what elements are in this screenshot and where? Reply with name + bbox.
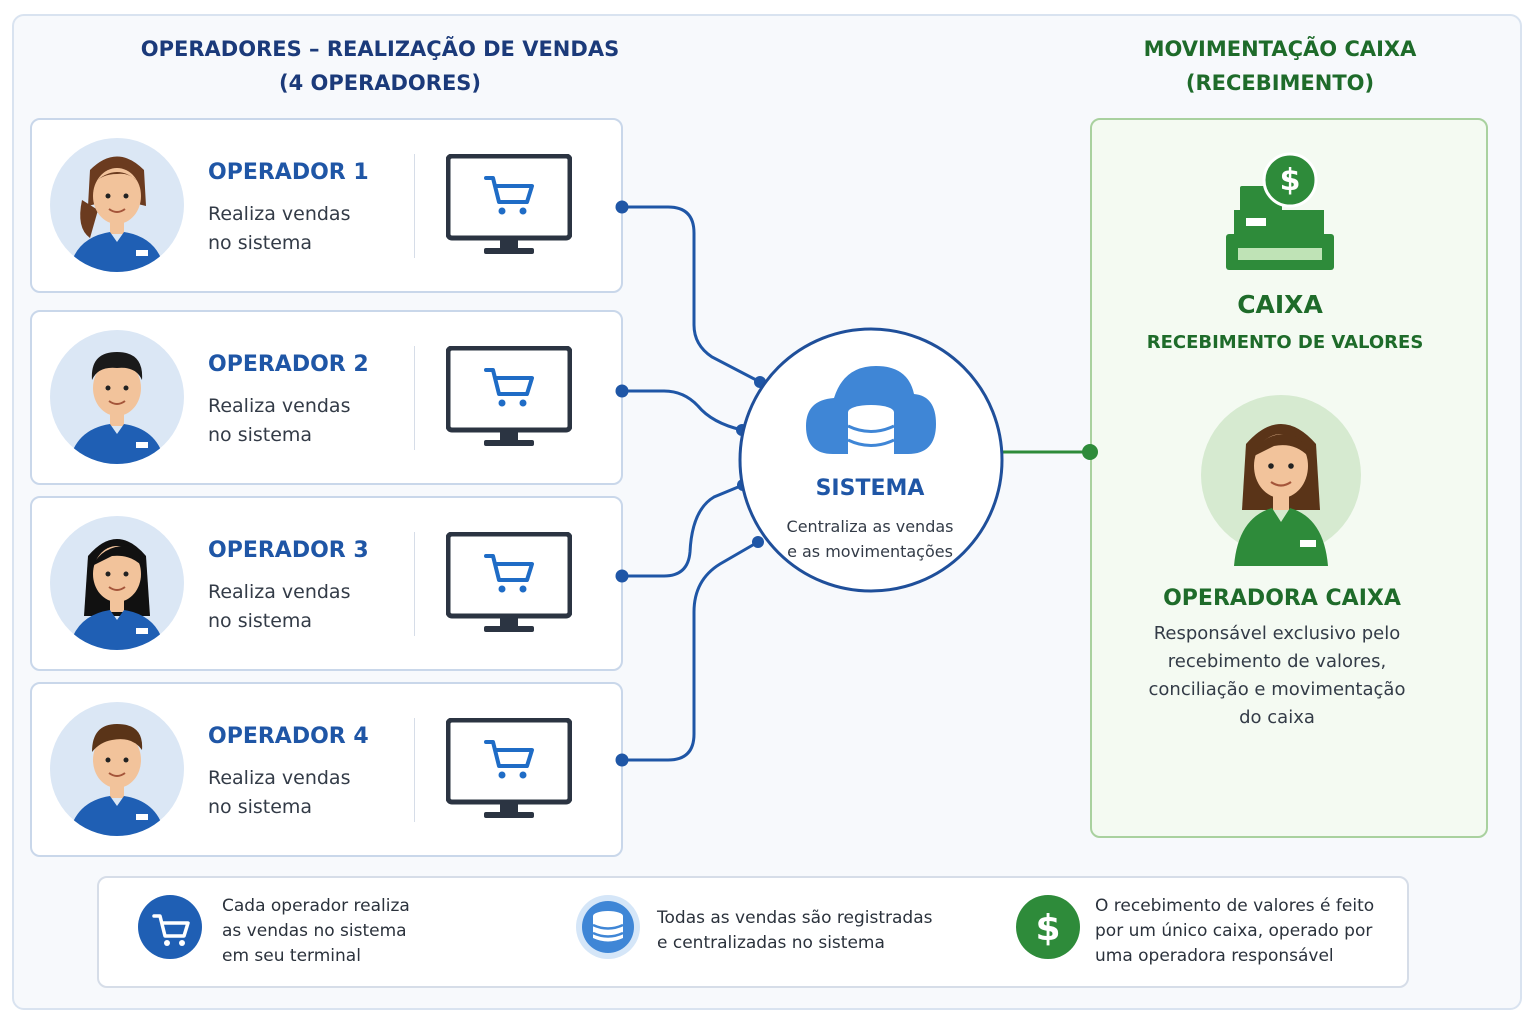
system-description: Centraliza as vendas e as movimentações	[760, 514, 980, 564]
caixa-title: CAIXA	[1237, 290, 1323, 319]
legend-item-3-line1: O recebimento de valores é feito	[1095, 896, 1375, 916]
caixa-subtitle: RECEBIMENTO DE VALORES	[1146, 332, 1424, 353]
system-desc-line1: Centraliza as vendas	[786, 517, 954, 536]
caixa-section-title: MOVIMENTAÇÃO CAIXA (RECEBIMENTO)	[1080, 32, 1480, 100]
operators-title-line2: (4 OPERADORES)	[278, 71, 482, 95]
operadora-desc-line3: conciliação e movimentação	[1148, 679, 1406, 700]
operator-desc-line2: no sistema	[208, 424, 313, 446]
legend-item-2-line1: Todas as vendas são registradas	[657, 908, 933, 928]
cart-icon	[138, 895, 202, 959]
operator-desc-line1: Realiza vendas	[208, 767, 351, 789]
operators-title-line1: OPERADORES – REALIZAÇÃO DE VENDAS	[140, 37, 620, 61]
operator-desc: Realiza vendas no sistema	[208, 392, 408, 450]
operator-avatar-3	[50, 516, 184, 650]
legend-item-1-line2: as vendas no sistema	[222, 921, 407, 941]
operator-card-3: OPERADOR 3 Realiza vendas no sistema	[30, 496, 623, 671]
operator-desc: Realiza vendas no sistema	[208, 764, 408, 822]
operator-name: OPERADOR 4	[208, 724, 369, 749]
legend-item-1-line3: em seu terminal	[222, 946, 361, 966]
legend-item-3-line3: uma operadora responsável	[1095, 946, 1334, 966]
card-divider	[414, 718, 415, 822]
operators-section-title: OPERADORES – REALIZAÇÃO DE VENDAS (4 OPE…	[100, 32, 660, 100]
svg-text:$: $	[1280, 163, 1301, 198]
legend-item-2: Todas as vendas são registradas e centra…	[657, 906, 932, 956]
monitor-cart-icon	[446, 718, 572, 818]
operadora-caixa-name: OPERADORA CAIXA	[1163, 586, 1401, 611]
caixa-title-line2: (RECEBIMENTO)	[1185, 71, 1375, 95]
operator-desc-line2: no sistema	[208, 232, 313, 254]
monitor-cart-icon	[446, 346, 572, 446]
svg-text:$: $	[1035, 908, 1060, 949]
operator-card-4: OPERADOR 4 Realiza vendas no sistema	[30, 682, 623, 857]
operator-avatar-2	[50, 330, 184, 464]
operator-avatar-4	[50, 702, 184, 836]
operator-desc: Realiza vendas no sistema	[208, 200, 408, 258]
system-desc-line2: e as movimentações	[787, 542, 953, 561]
monitor-cart-icon	[446, 154, 572, 254]
operadora-desc-line4: do caixa	[1239, 707, 1315, 728]
card-divider	[414, 346, 415, 450]
legend-item-1: Cada operador realiza as vendas no siste…	[222, 894, 410, 969]
cash-register-icon: $	[1226, 152, 1334, 270]
card-divider	[414, 532, 415, 636]
operator-desc: Realiza vendas no sistema	[208, 578, 408, 636]
operator-name: OPERADOR 2	[208, 352, 369, 377]
operator-name: OPERADOR 3	[208, 538, 369, 563]
operator-avatar-1	[50, 138, 184, 272]
legend-item-3-line2: por um único caixa, operado por	[1095, 921, 1373, 941]
operadora-caixa-description: Responsável exclusivo pelo recebimento d…	[1120, 620, 1434, 732]
operator-desc-line1: Realiza vendas	[208, 203, 351, 225]
operadora-avatar	[1200, 394, 1362, 566]
operadora-desc-line2: recebimento de valores,	[1167, 651, 1387, 672]
operator-name: OPERADOR 1	[208, 160, 369, 185]
monitor-cart-icon	[446, 532, 572, 632]
card-divider	[414, 154, 415, 258]
database-icon	[576, 895, 640, 959]
legend-item-1-line1: Cada operador realiza	[222, 896, 410, 916]
legend-item-3: O recebimento de valores é feito por um …	[1095, 894, 1374, 969]
legend-item-2-line2: e centralizadas no sistema	[657, 933, 885, 953]
operator-desc-line1: Realiza vendas	[208, 581, 351, 603]
operator-desc-line2: no sistema	[208, 796, 313, 818]
caixa-title-line1: MOVIMENTAÇÃO CAIXA	[1143, 37, 1417, 61]
dollar-icon: $	[1016, 895, 1080, 959]
operator-desc-line1: Realiza vendas	[208, 395, 351, 417]
operator-card-2: OPERADOR 2 Realiza vendas no sistema	[30, 310, 623, 485]
operadora-desc-line1: Responsável exclusivo pelo	[1153, 623, 1401, 644]
legend-box: Cada operador realiza as vendas no siste…	[97, 876, 1409, 988]
operator-desc-line2: no sistema	[208, 610, 313, 632]
system-label: SISTEMA	[815, 476, 925, 501]
operator-card-1: OPERADOR 1 Realiza vendas no sistema	[30, 118, 623, 293]
